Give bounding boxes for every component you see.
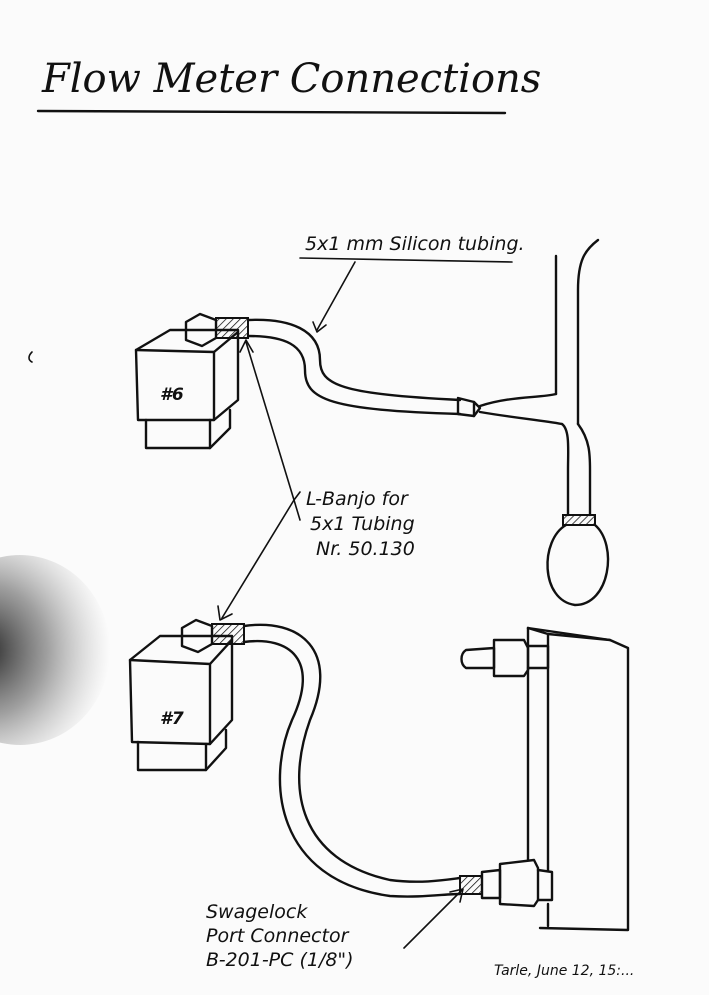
swagelok-label-line1: Swagelock <box>206 901 308 923</box>
silicone-tubing-lower <box>242 623 462 898</box>
banjo-label-line2: 5x1 Tubing <box>310 513 415 535</box>
banjo-fitting-6 <box>184 312 249 348</box>
rotameter-top-fitting <box>460 638 550 678</box>
banjo-bracket <box>293 491 301 521</box>
silicone-tubing-upper <box>246 318 564 426</box>
page-title: Flow Meter Connections <box>41 56 541 102</box>
swagelok-label-line3: B-201-PC (1/8") <box>206 949 354 971</box>
rotameter-body <box>526 626 630 932</box>
flow-meter-6: #6 <box>134 328 240 450</box>
signature: Tarle, June 12, 15:... <box>494 963 634 979</box>
banjo-arrow-up <box>245 341 295 501</box>
tubing-arrowhead <box>312 321 327 333</box>
box-7-label: #7 <box>160 709 184 729</box>
banjo-fitting-7 <box>180 618 245 654</box>
flow-meter-7: #7 <box>128 634 234 772</box>
swagelok-connector <box>459 858 554 908</box>
banjo-label-line1: L-Banjo for <box>306 488 409 510</box>
banjo-arrowhead-up <box>239 339 254 353</box>
bulb-tubing <box>546 238 610 607</box>
stray-mark <box>28 351 33 363</box>
tubing-pointer-arrow <box>316 261 356 331</box>
banjo-label-line3: Nr. 50.130 <box>316 538 415 560</box>
swagelok-label-line2: Port Connector <box>206 925 350 947</box>
swagelok-arrow <box>403 889 463 949</box>
box-6-label: #6 <box>160 385 184 405</box>
tubing-label-underline <box>299 257 513 263</box>
title-underline <box>36 109 507 115</box>
banjo-arrowhead-down <box>217 605 233 621</box>
banjo-arrow-down <box>221 499 295 619</box>
scan-shadow <box>0 555 110 745</box>
tubing-label: 5x1 mm Silicon tubing. <box>305 233 525 255</box>
swagelok-arrowhead <box>449 888 464 903</box>
